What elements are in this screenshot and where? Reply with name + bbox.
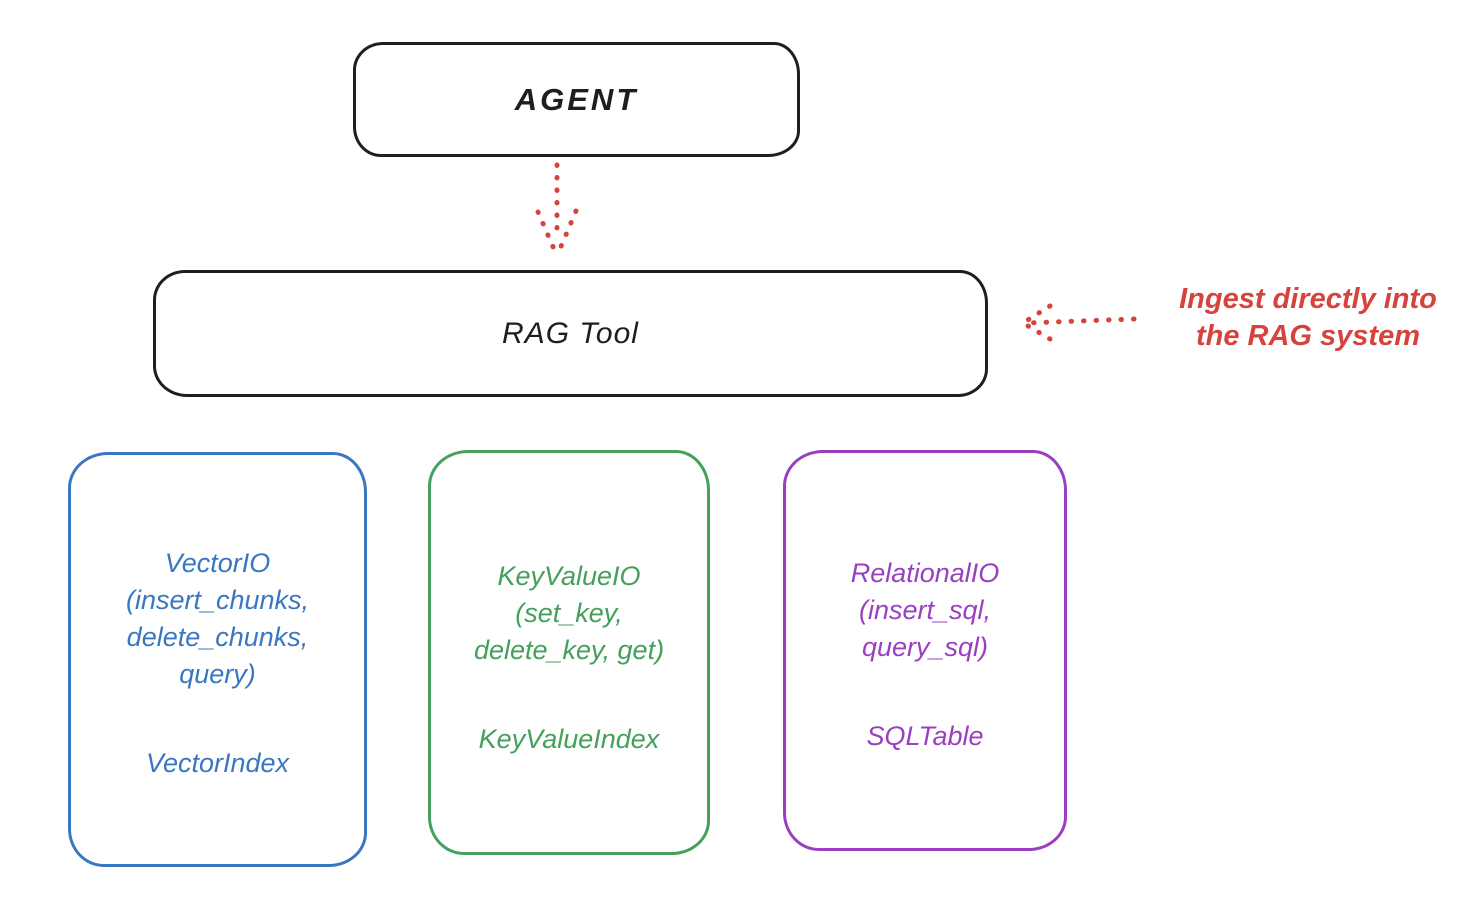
keyvalue-io-label: KeyValueIO (set_key, delete_key, get) <box>473 561 665 665</box>
agent-label: AGENT <box>514 81 639 117</box>
agent-to-rag-tool-arrow <box>535 162 579 259</box>
annotation-to-rag-tool-arrow <box>1020 303 1137 342</box>
relational-io-label: RelationalIO (insert_sql, query_sql) <box>850 558 1000 662</box>
sql-table-label: SQLTable <box>866 721 984 751</box>
agent-box: AGENT <box>353 42 800 157</box>
ingest-annotation-line1: Ingest directly into <box>1179 283 1437 315</box>
relational-io-box: RelationalIO (insert_sql, query_sql) SQL… <box>783 450 1067 851</box>
arrow-head <box>1020 303 1053 342</box>
arrow-shaft <box>1023 316 1137 326</box>
arrow-head <box>535 208 579 259</box>
keyvalue-io-box: KeyValueIO (set_key, delete_key, get) Ke… <box>428 450 710 855</box>
ingest-annotation: Ingest directly into the RAG system <box>1138 281 1478 355</box>
rag-tool-label: RAG Tool <box>502 316 639 350</box>
rag-tool-box: RAG Tool <box>153 270 988 397</box>
vector-io-label: VectorIO (insert_chunks, delete_chunks, … <box>125 548 310 689</box>
vector-index-label: VectorIndex <box>145 748 290 778</box>
ingest-annotation-line2: the RAG system <box>1195 320 1420 352</box>
keyvalue-index-label: KeyValueIndex <box>478 724 660 754</box>
vector-io-box: VectorIO (insert_chunks, delete_chunks, … <box>68 452 367 867</box>
